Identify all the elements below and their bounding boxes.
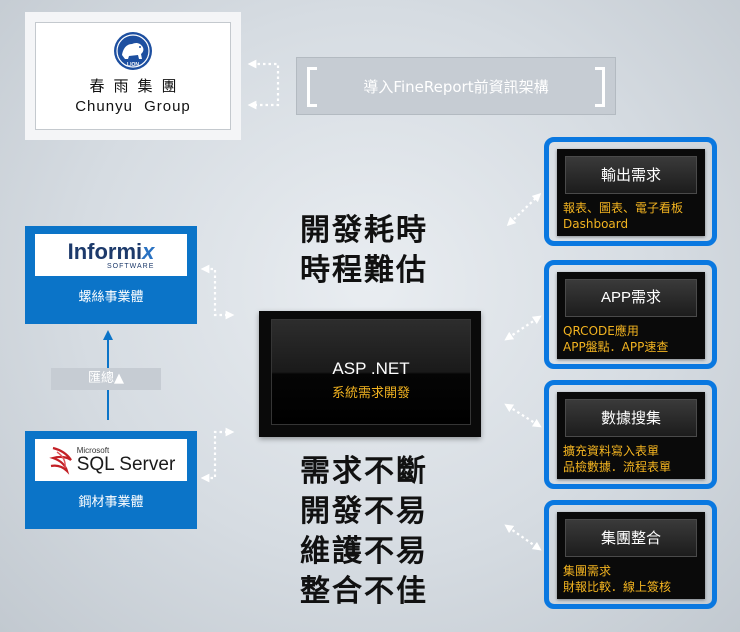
req-data-title: 數據搜集 (565, 399, 697, 437)
sqlserver-entity-label: 鋼材事業體 (78, 495, 144, 510)
req-app-line: QRCODE應用 (563, 324, 639, 338)
req-output-frame: 輸出需求 報表、圖表、電子看板 Dashboard (544, 137, 717, 246)
connector-informix-asp (200, 264, 235, 320)
req-output-line: 報表、圖表、電子看板 (563, 201, 684, 215)
sql-server-icon (48, 446, 72, 475)
req-output-line: Dashboard (563, 217, 629, 231)
connector-asp-group (504, 524, 542, 551)
req-data-card: 數據搜集 擴充資料寫入表單 品檢數據．流程表單 (557, 392, 705, 479)
bottom-statement-line: 需求不斷 (300, 454, 428, 489)
req-group-frame: 集團整合 集團需求 財報比較．線上簽核 (544, 500, 717, 609)
informix-logo-sub: SOFTWARE (107, 262, 155, 270)
req-output-body: 報表、圖表、電子看板 Dashboard (563, 200, 701, 232)
connector-company-title (247, 59, 280, 110)
top-statement-line: 開發耗時 (300, 213, 428, 248)
connector-sql-asp (200, 427, 235, 483)
top-statement: 開發耗時 時程難估 (300, 211, 428, 291)
connector-asp-data (504, 403, 542, 428)
connector-asp-app (504, 315, 542, 341)
asp-net-panel: ASP .NET 系統需求開發 (271, 319, 471, 425)
sqlserver-entity: Microsoft SQL Server 鋼材事業體 (25, 431, 197, 529)
informix-entity: Informix SOFTWARE 螺絲事業體 (25, 226, 197, 324)
asp-net-box: ASP .NET 系統需求開發 (259, 311, 481, 437)
informix-logo: Informix SOFTWARE (35, 234, 187, 276)
bracket-left-icon (307, 67, 317, 107)
req-group-body: 集團需求 財報比較．線上簽核 (563, 563, 701, 595)
req-app-line: APP盤點．APP速查 (563, 340, 669, 354)
req-app-body: QRCODE應用 APP盤點．APP速查 (563, 323, 701, 355)
summary-tag: 匯總▲ (51, 368, 161, 390)
page-title: 導入FineReport前資訊架構 (363, 77, 549, 96)
req-output-card: 輸出需求 報表、圖表、電子看板 Dashboard (557, 149, 705, 236)
req-group-line: 集團需求 (563, 564, 612, 578)
bottom-statement-line: 開發不易 (300, 494, 428, 529)
asp-net-title: ASP .NET (332, 359, 410, 378)
informix-entity-label: 螺絲事業體 (78, 290, 144, 305)
bottom-statement: 需求不斷 開發不易 維護不易 整合不佳 (300, 452, 428, 612)
informix-logo-x: x (142, 238, 155, 264)
req-group-card: 集團整合 集團需求 財報比較．線上簽核 (557, 512, 705, 599)
bottom-statement-line: 維護不易 (300, 534, 428, 569)
company-card: LION 春雨集團 Chunyu Group (35, 22, 231, 130)
connector-asp-output (506, 192, 542, 227)
req-app-frame: APP需求 QRCODE應用 APP盤點．APP速查 (544, 260, 717, 369)
asp-net-subtitle: 系統需求開發 (331, 386, 410, 401)
sql-server-logo: Microsoft SQL Server (35, 439, 187, 481)
req-group-title: 集團整合 (565, 519, 697, 557)
top-statement-line: 時程難估 (300, 253, 428, 288)
req-output-title: 輸出需求 (565, 156, 697, 194)
bracket-right-icon (595, 67, 605, 107)
req-data-line: 品檢數據．流程表單 (563, 460, 672, 474)
company-name-en: Chunyu Group (75, 98, 191, 115)
title-banner: 導入FineReport前資訊架構 (296, 57, 616, 115)
sql-logo-big: SQL Server (76, 453, 176, 475)
req-app-title: APP需求 (565, 279, 697, 317)
sql-logo-small: Microsoft (76, 445, 110, 455)
req-group-line: 財報比較．線上簽核 (563, 580, 672, 594)
lion-logo-text: LION (127, 62, 139, 68)
req-app-card: APP需求 QRCODE應用 APP盤點．APP速查 (557, 272, 705, 359)
req-data-frame: 數據搜集 擴充資料寫入表單 品檢數據．流程表單 (544, 380, 717, 489)
lion-icon: LION (114, 32, 152, 70)
req-data-line: 擴充資料寫入表單 (563, 444, 660, 458)
req-data-body: 擴充資料寫入表單 品檢數據．流程表單 (563, 443, 701, 475)
informix-logo-word: Informi (67, 238, 143, 264)
company-name-zh: 春雨集團 (89, 77, 186, 95)
bottom-statement-line: 整合不佳 (300, 574, 428, 609)
